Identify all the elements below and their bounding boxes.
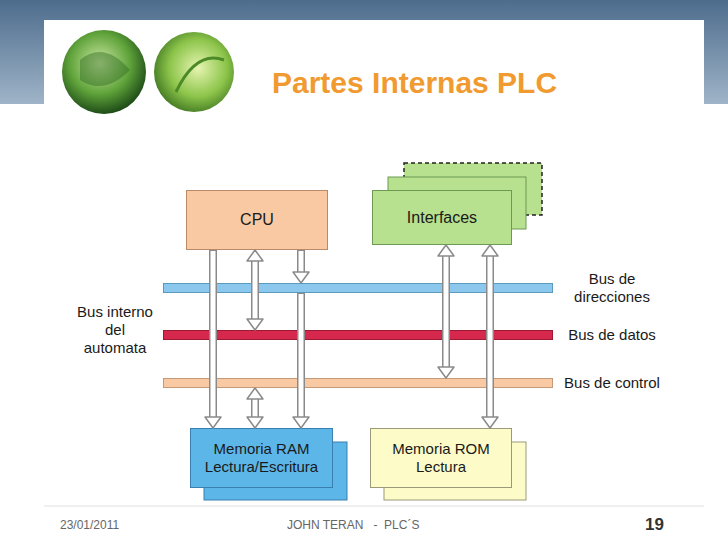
box-label: Interfaces — [407, 208, 477, 227]
footer-rule — [44, 506, 704, 507]
bus-group-label: Bus interno del automata — [74, 303, 156, 357]
bus-arrow — [293, 293, 309, 428]
leaf-vein — [176, 58, 224, 92]
arrow-head — [247, 388, 263, 399]
box-label: CPU — [240, 210, 274, 229]
slide-title: Partes Internas PLC — [272, 66, 557, 100]
arrow-shaft-fill — [488, 256, 493, 417]
arrow-shaft — [251, 398, 259, 418]
arrow-shaft — [297, 293, 305, 418]
arrow-shaft-fill — [299, 294, 304, 417]
page-number: 19 — [645, 515, 685, 535]
footer-date: 23/01/2011 — [60, 518, 170, 532]
bus-label: Bus de direcciones — [560, 270, 664, 306]
bus-arrow — [247, 250, 263, 330]
ram-memory-box: Memoria RAM Lectura/Escritura — [190, 428, 333, 488]
arrow-shaft-fill — [299, 251, 304, 272]
address-bus: Bus de direcciones — [163, 283, 553, 293]
arrow-shaft — [442, 255, 450, 368]
box-label: Memoria ROM Lectura — [377, 440, 505, 476]
leaf-vein — [80, 52, 130, 86]
bus-arrow — [247, 388, 263, 428]
cpu-box: CPU — [186, 190, 328, 250]
bus-arrow — [293, 250, 309, 283]
arrow-shaft — [209, 250, 217, 418]
bus-arrow — [438, 245, 454, 378]
arrow-shaft-fill — [253, 261, 258, 319]
data-bus: Bus de datos — [163, 330, 553, 340]
arrow-head — [293, 417, 309, 428]
leaf-image — [62, 30, 146, 114]
rom-memory-box: Memoria ROM Lectura — [370, 428, 512, 488]
arrow-shaft-fill — [211, 251, 216, 417]
arrow-shaft — [251, 260, 259, 320]
arrow-head — [438, 245, 454, 256]
bus-label: Bus de datos — [560, 326, 664, 344]
bus-arrow — [205, 250, 221, 428]
interface-box: Interfaces — [372, 190, 512, 245]
bus-arrow — [482, 245, 498, 428]
leaf-image — [154, 32, 234, 112]
arrow-head — [247, 417, 263, 428]
arrow-head — [205, 417, 221, 428]
arrow-head — [247, 250, 263, 261]
box-label: Memoria RAM Lectura/Escritura — [197, 440, 326, 476]
bus-label: Bus de control — [560, 374, 664, 392]
header-panel — [44, 20, 704, 122]
arrow-shaft-fill — [444, 256, 449, 367]
arrow-head — [293, 272, 309, 283]
arrow-shaft — [297, 250, 305, 273]
arrow-head — [247, 319, 263, 330]
arrow-shaft-fill — [253, 399, 258, 417]
footer-author: JOHN TERAN - PLC´S — [287, 518, 487, 532]
arrow-head — [482, 417, 498, 428]
arrow-head — [438, 367, 454, 378]
arrow-head — [482, 245, 498, 256]
arrow-shaft — [486, 255, 494, 418]
control-bus: Bus de control — [163, 378, 553, 388]
